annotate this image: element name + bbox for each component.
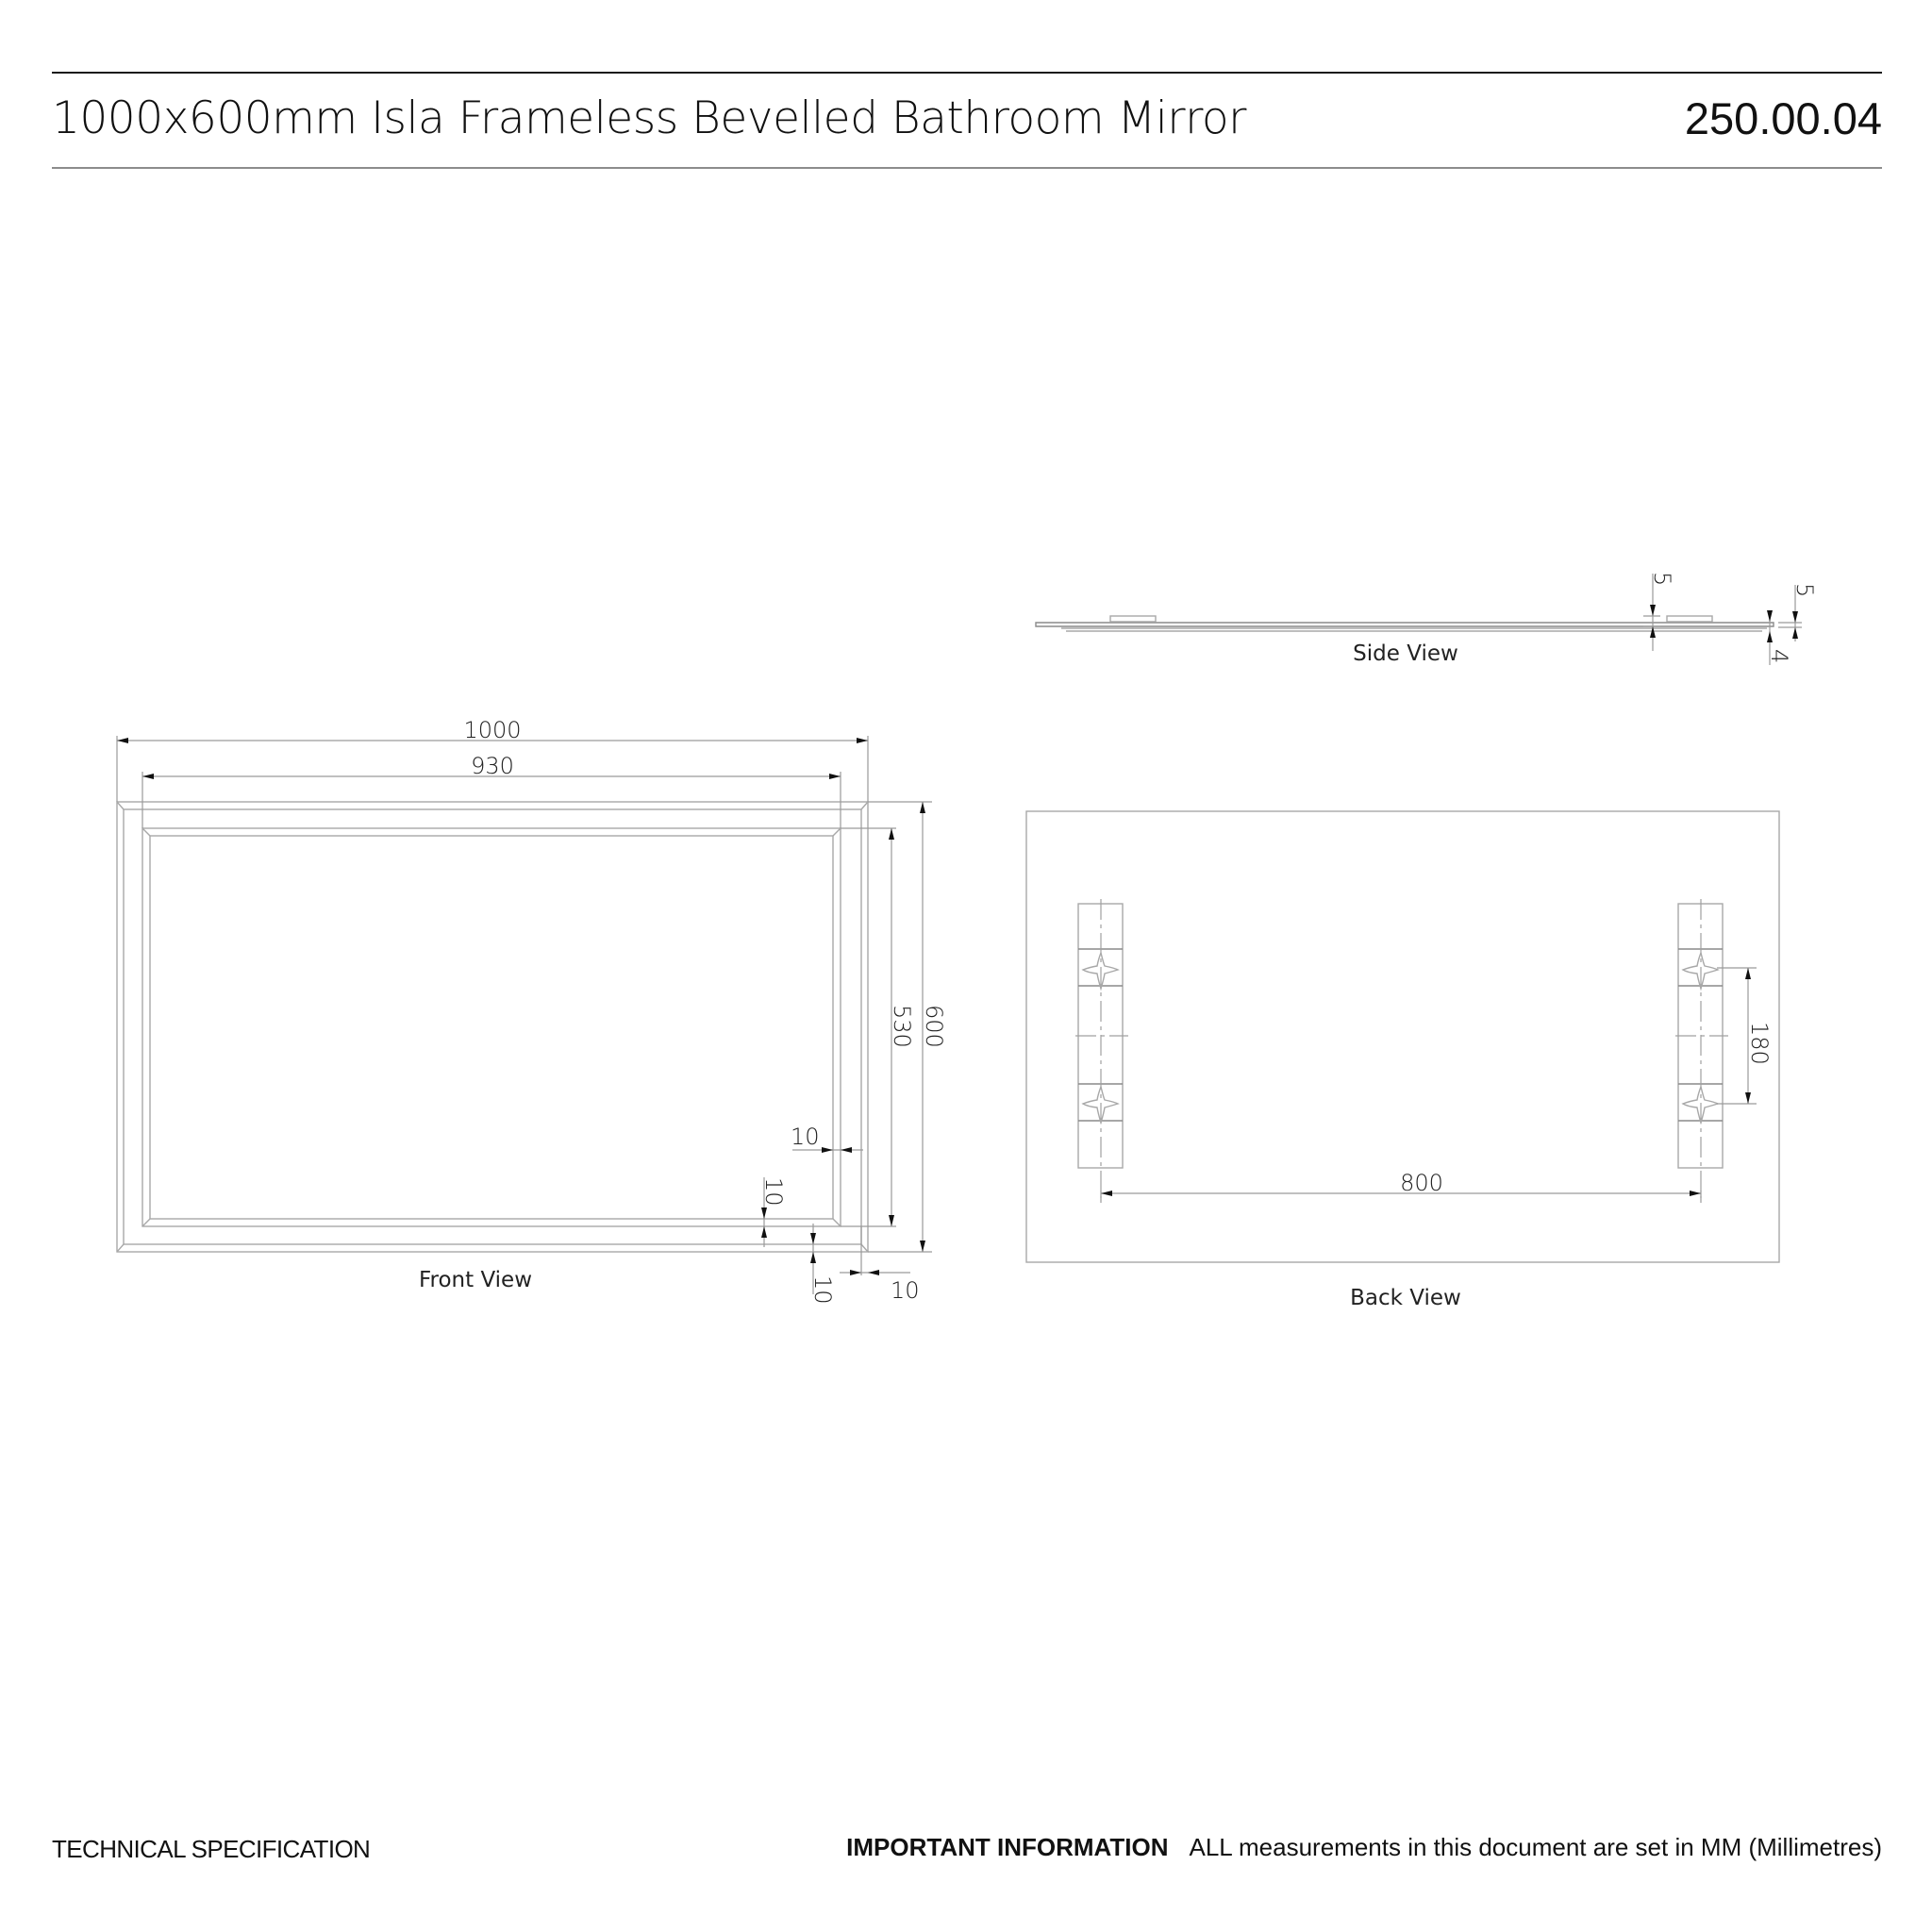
product-code: 250.00.04: [1684, 93, 1882, 143]
header-bottom-rule: [52, 167, 1882, 169]
important-info-text: ALL measurements in this document are se…: [1189, 1833, 1883, 1861]
dim-outer-bevel-v: 10: [809, 1275, 836, 1305]
dim-fixing-spacing: 180: [1746, 1022, 1773, 1065]
page-title: 1000x600mm Isla Frameless Bevelled Bathr…: [52, 92, 1246, 144]
side-mirror-face: [1035, 622, 1774, 627]
fixing-slot-icon: [1681, 1084, 1720, 1125]
side-bracket-left: [1109, 615, 1157, 623]
wall-bracket-right: [1675, 899, 1728, 1198]
fixing-slot-icon: [1081, 1084, 1120, 1125]
footer-important-information: IMPORTANT INFORMATION ALL measurements in…: [846, 1833, 1882, 1862]
mirror-inner-edge: [142, 827, 841, 1227]
front-view: 1000 930 600 530 10 10: [116, 717, 947, 1305]
back-view: 180 800 Back View: [1025, 810, 1780, 1310]
dim-overall-width: 1000: [463, 717, 521, 743]
dim-side-bracket-depth: 5: [1649, 572, 1675, 586]
back-view-label: Back View: [1350, 1286, 1461, 1310]
mirror-outer-edge: [116, 801, 869, 1253]
dim-side-mirror-edge: 5: [1791, 583, 1818, 597]
side-bracket-right: [1666, 615, 1713, 623]
dim-inner-bevel-h: 10: [791, 1124, 820, 1150]
side-view-label: Side View: [1353, 641, 1458, 666]
dim-inner-width: 930: [471, 753, 514, 779]
mirror-back-outline: [1025, 810, 1780, 1263]
dim-side-glass-thickness: 4: [1766, 649, 1792, 663]
mirror-outer-bevel: [123, 808, 862, 1245]
important-info-label: IMPORTANT INFORMATION: [846, 1833, 1169, 1861]
dim-inner-bevel-v: 10: [760, 1177, 787, 1207]
header-top-rule: [52, 72, 1882, 74]
front-view-label: Front View: [419, 1268, 532, 1292]
wall-bracket-left: [1075, 899, 1128, 1198]
dim-inner-height: 530: [889, 1005, 915, 1048]
fixing-slot-icon: [1681, 950, 1720, 991]
fixing-slot-icon: [1081, 950, 1120, 991]
dim-overall-height: 600: [921, 1005, 947, 1048]
footer-technical-specification: TECHNICAL SPECIFICATION: [52, 1835, 371, 1863]
side-view: 5 4 5 Side View: [1035, 572, 1818, 666]
dim-outer-bevel-h: 10: [891, 1277, 920, 1304]
mirror-inner-face: [149, 835, 834, 1220]
dim-bracket-spacing: 800: [1400, 1170, 1443, 1196]
